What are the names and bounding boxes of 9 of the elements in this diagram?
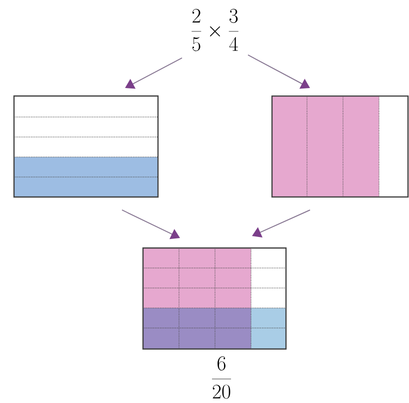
arrow (252, 209, 310, 238)
fraction-grid (271, 95, 409, 198)
fraction-grid (142, 247, 287, 350)
fraction-label: $\frac{6}{20}$ (212, 356, 232, 399)
fraction-grid (13, 95, 159, 198)
arrow (125, 58, 182, 89)
arrow (248, 54, 310, 89)
fraction-formula: $\frac{2}{5}\times\frac{3}{4}$ (192, 8, 238, 52)
arrow (122, 209, 180, 240)
